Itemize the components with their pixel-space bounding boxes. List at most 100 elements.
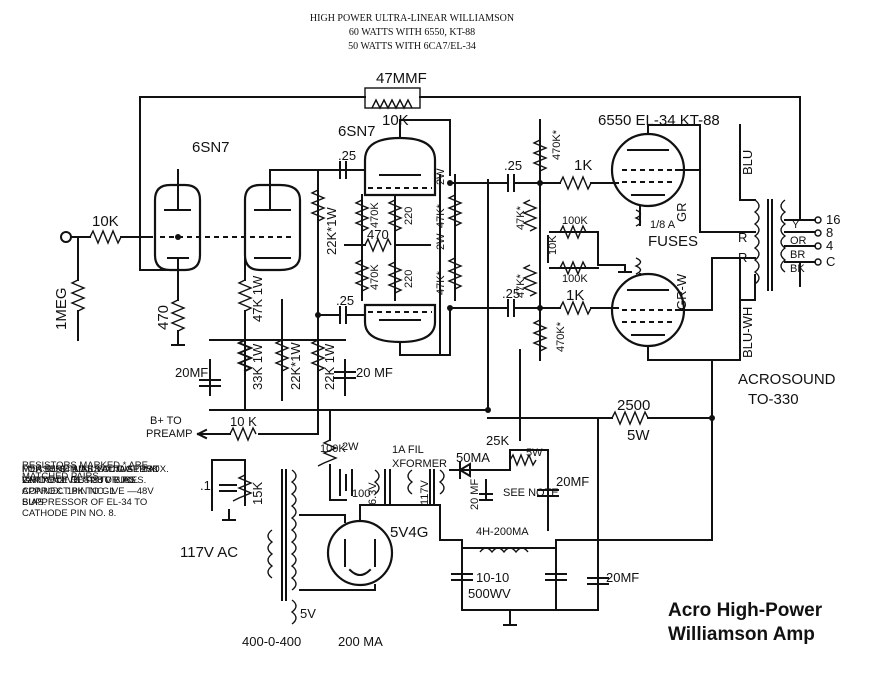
label-tap-8: 8 (826, 225, 833, 240)
label-6sn7-first: 6SN7 (192, 139, 230, 156)
bias-supply: 100 6.3V 1A FIL XFORMER 117V 50MA 25K 5W… (339, 349, 589, 531)
feedback-resistor (371, 98, 413, 110)
terminal-c[interactable] (814, 258, 822, 266)
resistor-1meg (70, 279, 86, 312)
note-6550-bias: FOR 6550 TUBES ADJUST 25K VARIABLE RESIS… (22, 464, 159, 508)
capacitor-20mf-c (537, 469, 559, 531)
capacitor-01 (219, 484, 237, 492)
label-500wv: 500WV (468, 586, 511, 601)
label-choke: 4H-200MA (476, 526, 529, 538)
label-tap-16: 16 (826, 212, 840, 227)
label-63v: 6.3V (367, 482, 379, 505)
tube-envelope-d (363, 303, 437, 344)
tube-6sn7-second: 6SN7 .25 .25 (317, 119, 451, 356)
label-220-b: 220 (403, 270, 415, 288)
label-5v4g: 5V4G (390, 524, 428, 541)
input-stage: 10K 1MEG (53, 213, 153, 341)
tube-envelope-c (363, 136, 437, 197)
header-line-1: HIGH POWER ULTRA-LINEAR WILLIAMSON (309, 13, 515, 24)
splitter-resistors: 470K 470K 220 220 470 2W 2W 47K* 47K* (344, 168, 489, 411)
label-20mf-a: 20MF (175, 365, 208, 380)
ot-secondary-winding (780, 199, 787, 273)
label-2w-b: 2W (435, 233, 447, 250)
label-470-balance: 470 (367, 227, 389, 242)
terminal-16[interactable] (814, 216, 822, 224)
output-transformer: R R BLU BLU-WH 16 8 4 C Y OR BR BK ACROS… (719, 124, 840, 408)
label-6sn7-second: 6SN7 (338, 123, 376, 140)
label-470-cathode: 470 (155, 305, 172, 330)
label-47k-a: 47K* (435, 203, 447, 228)
pt-primary-winding (267, 529, 274, 579)
capacitor-20mf-a (199, 359, 221, 396)
label-lead-gr: GR (674, 203, 689, 223)
terminal-8[interactable] (814, 229, 822, 237)
capacitor-20mf-b (334, 359, 356, 396)
label-470k-a: 470K (369, 202, 381, 228)
resistor-470-cathode (170, 299, 186, 332)
label-25k-w: 5W (526, 447, 543, 459)
label-1k-b: 1K (566, 287, 584, 304)
label-10k-pot: 10K (547, 235, 559, 255)
label-to330: TO-330 (748, 391, 799, 408)
note-measure-bias: MEASURE BIAS VOLTAGES AT GRIDS OF OUTPUT… (22, 464, 160, 486)
label-25-c: .25 (504, 158, 522, 173)
label-100k-2w-a: 100K (320, 443, 346, 455)
label-fuse-rating: 1/8 A (650, 219, 676, 231)
label-470k-g2: 470K* (555, 321, 567, 352)
note-matched-pairs: RESISTORS MARKED * ARE MATCHED PAIRS. (22, 460, 148, 482)
label-47k-1w: 47K 1W (250, 275, 265, 322)
label-bplus-1: B+ TO (150, 415, 182, 427)
label-lead-bluwh: BLU-WH (740, 307, 755, 358)
caption-line-1: Acro High-Power (668, 600, 823, 621)
label-100k-b: 100K (562, 273, 588, 285)
label-10k-input: 10K (92, 213, 119, 230)
header-line-2: 60 WATTS WITH 6550, KT-88 (348, 27, 476, 38)
label-47k-bias2: 47K* (515, 273, 527, 298)
label-117v: 117V (419, 479, 431, 505)
tube-envelope-b (243, 183, 302, 272)
label-1meg: 1MEG (53, 287, 70, 330)
label-fil-1a: 1A FIL (392, 444, 424, 456)
label-lead-r2: R (738, 250, 747, 265)
label-2500: 2500 (617, 397, 650, 414)
label-lead-r1: R (738, 230, 747, 245)
label-20mf-small: 20 MF (469, 479, 481, 510)
label-47mmf: 47MMF (376, 70, 427, 87)
label-bplus-2: PREAMP (146, 428, 192, 440)
label-22k-1w-b: 22K*1W (288, 342, 303, 390)
label-15k: 15K (250, 482, 265, 505)
ot-primary-winding (753, 199, 760, 285)
label-tap-y: Y (792, 219, 800, 231)
label-25-d: .25 (502, 286, 520, 301)
note-el34-bias: FOR EL-34 ADJUST TO APPROX. 22K TO GIVE … (22, 464, 169, 519)
label-fuses: FUSES (648, 233, 698, 250)
resistor-2500 (611, 410, 649, 426)
tube-6sn7-first: 470 6SN7 (139, 139, 341, 346)
label-20mf-c: 20MF (556, 474, 589, 489)
label-tap-or: OR (790, 235, 807, 247)
label-tap-br: BR (790, 249, 805, 261)
capacitor-25-d (449, 299, 561, 317)
label-c-point1: .1 (200, 478, 211, 493)
capacitor-25-c (449, 174, 561, 192)
label-470k-g1: 470K* (551, 129, 563, 160)
power-supply: .1 15K 117V AC 5V 5V4G 4H-200MA 10-10 50… (180, 417, 713, 649)
label-lead-blu: BLU (740, 150, 755, 175)
junction-dots (175, 180, 715, 421)
label-5v: 5V (300, 606, 316, 621)
label-tap-c: C (826, 254, 835, 269)
label-tap-4: 4 (826, 238, 833, 253)
label-100k-a: 100K (562, 215, 588, 227)
label-see-note: SEE NOTE (503, 487, 559, 499)
label-33k-1w: 33K 1W (250, 343, 265, 390)
label-100k-2w-b: 2W (342, 441, 359, 453)
label-10k-feedback: 10K (382, 112, 409, 129)
label-22k-1w-a: 22K*1W (324, 207, 339, 255)
choke-4h (479, 547, 529, 554)
label-tap-bk: BK (790, 263, 805, 275)
label-25k: 25K (486, 433, 509, 448)
terminal-4[interactable] (814, 242, 822, 250)
label-100: 100 (352, 488, 370, 500)
label-470k-b: 470K (369, 264, 381, 290)
label-ac-input: 117V AC (180, 544, 238, 561)
